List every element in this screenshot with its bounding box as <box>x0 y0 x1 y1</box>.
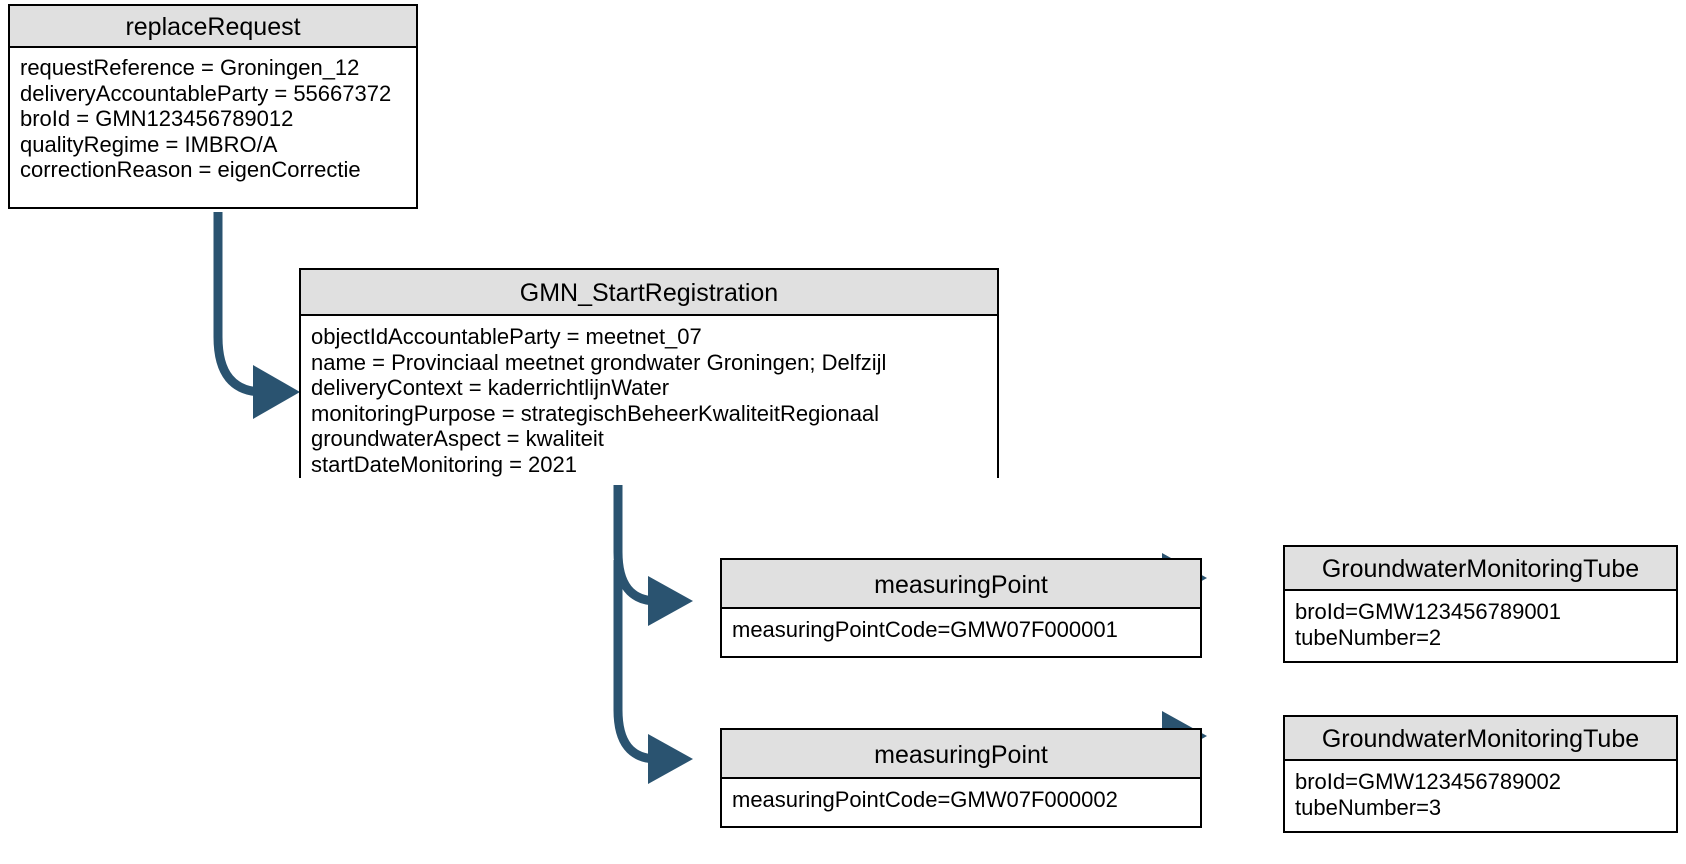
attribute-row: deliveryContext = kaderrichtlijnWater <box>311 375 670 400</box>
attribute-row: name = Provinciaal meetnet grondwater Gr… <box>311 349 887 375</box>
edge-gmnStartRegistration-to-measuringPoint1 <box>613 477 693 626</box>
node-title-gmn-start-registration: GMN_StartRegistration <box>301 270 997 316</box>
attribute-row: deliveryAccountableParty = 55667372 <box>20 80 392 106</box>
edge-gmnStartRegistration-to-measuringPoint2 <box>613 560 693 784</box>
attribute-row: measuringPointCode=GMW07F000001 <box>732 617 1118 642</box>
attribute-row: monitoringPurpose = strategischBeheerKwa… <box>311 400 880 426</box>
node-title-groundwater-monitoring-tube-2: GroundwaterMonitoringTube <box>1285 717 1676 761</box>
attribute-row: requestReference = Groningen_12 <box>20 55 360 80</box>
node-body-gmn-start-registration: objectIdAccountableParty = meetnet_07 na… <box>301 316 997 485</box>
attribute-row: groundwaterAspect = kwaliteit <box>311 426 604 451</box>
node-replace-request[interactable]: replaceRequest requestReference = Gronin… <box>8 4 418 209</box>
attribute-row: broId=GMW123456789001 <box>1295 599 1562 624</box>
node-title-replace-request: replaceRequest <box>10 6 416 48</box>
node-measuring-point-2[interactable]: measuringPoint measuringPointCode=GMW07F… <box>720 728 1202 828</box>
attribute-row: tubeNumber=2 <box>1295 625 1442 650</box>
node-gmn-start-registration[interactable]: GMN_StartRegistration objectIdAccountabl… <box>299 268 999 485</box>
edge-replaceRequest-to-gmnStartRegistration <box>213 212 300 419</box>
node-body-groundwater-monitoring-tube-1: broId=GMW123456789001 tubeNumber=2 <box>1285 591 1676 659</box>
node-title-measuring-point-1: measuringPoint <box>722 560 1200 609</box>
node-title-groundwater-monitoring-tube-1: GroundwaterMonitoringTube <box>1285 547 1676 591</box>
attribute-row: measuringPointCode=GMW07F000002 <box>732 787 1118 812</box>
attribute-row: objectIdAccountableParty = meetnet_07 <box>311 324 702 349</box>
attribute-row: startDateMonitoring = 2021 <box>311 451 577 477</box>
node-groundwater-monitoring-tube-1[interactable]: GroundwaterMonitoringTube broId=GMW12345… <box>1283 545 1678 663</box>
node-measuring-point-1[interactable]: measuringPoint measuringPointCode=GMW07F… <box>720 558 1202 658</box>
attribute-row: broId = GMN123456789012 <box>20 106 294 131</box>
node-body-groundwater-monitoring-tube-2: broId=GMW123456789002 tubeNumber=3 <box>1285 761 1676 829</box>
node-body-replace-request: requestReference = Groningen_12 delivery… <box>10 48 416 191</box>
node-body-measuring-point-1: measuringPointCode=GMW07F000001 <box>722 609 1200 651</box>
node-title-measuring-point-2: measuringPoint <box>722 730 1200 779</box>
node-groundwater-monitoring-tube-2[interactable]: GroundwaterMonitoringTube broId=GMW12345… <box>1283 715 1678 833</box>
attribute-row: broId=GMW123456789002 <box>1295 769 1562 794</box>
attribute-row: correctionReason = eigenCorrectie <box>20 157 361 182</box>
attribute-row: qualityRegime = IMBRO/A <box>20 131 278 157</box>
node-body-measuring-point-2: measuringPointCode=GMW07F000002 <box>722 779 1200 821</box>
attribute-row: tubeNumber=3 <box>1295 795 1442 820</box>
